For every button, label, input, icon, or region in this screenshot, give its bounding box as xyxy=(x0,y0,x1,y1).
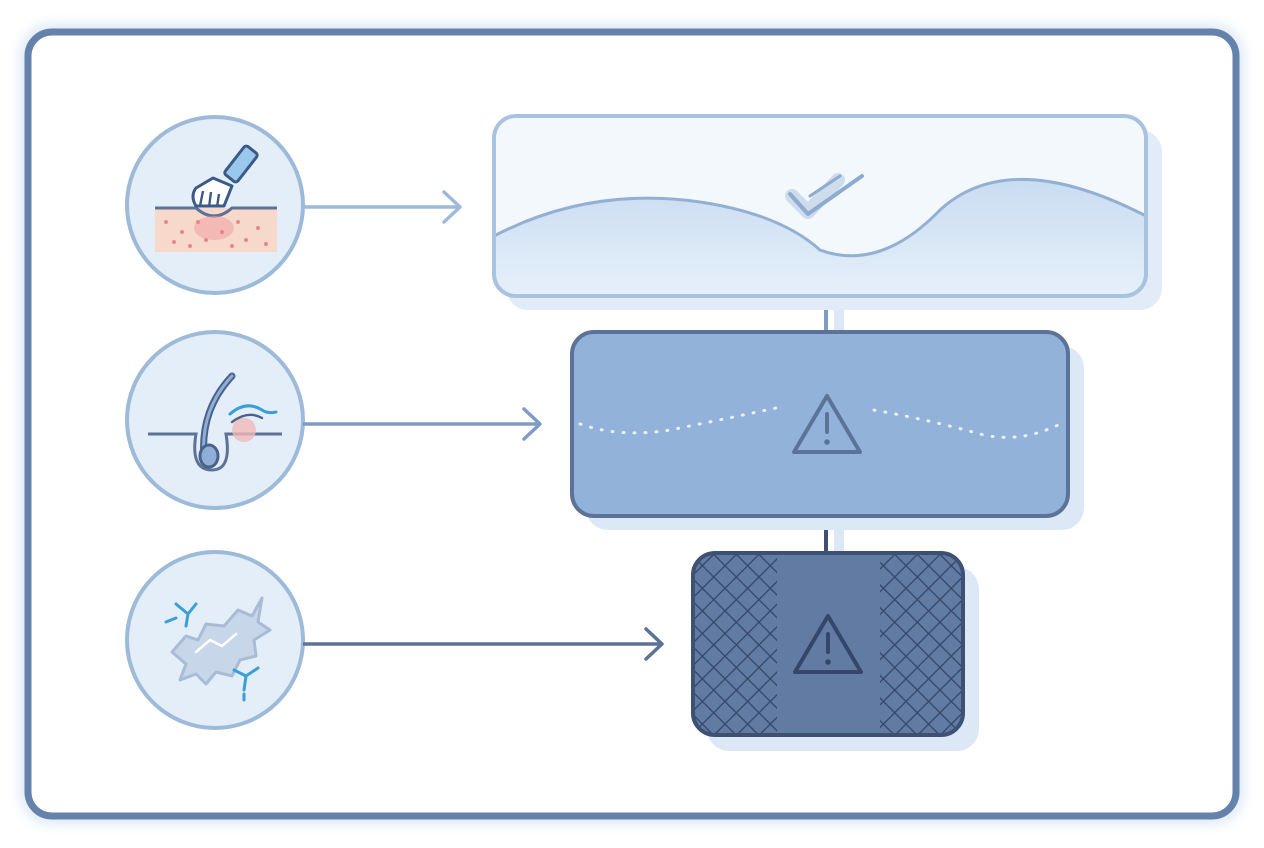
arrow-row-1 xyxy=(303,190,462,224)
cause-circle-cell-damage xyxy=(125,550,305,730)
check-icon xyxy=(785,173,864,219)
cause-circle-ingrown-hair xyxy=(125,330,305,510)
ingrown-hair-icon xyxy=(198,372,278,469)
warning-icon xyxy=(792,394,862,454)
cause-circle-exfoliation xyxy=(125,115,305,295)
outcome-box-moderate xyxy=(570,330,1084,530)
outcome-box-severe xyxy=(691,551,979,751)
arrow-row-3 xyxy=(303,627,664,661)
outcome-box-mild xyxy=(492,114,1162,310)
exfoliating-brush-icon xyxy=(191,144,259,208)
arrow-row-2 xyxy=(303,407,542,441)
damaged-cell-icon xyxy=(164,596,272,702)
warning-icon xyxy=(793,614,863,674)
